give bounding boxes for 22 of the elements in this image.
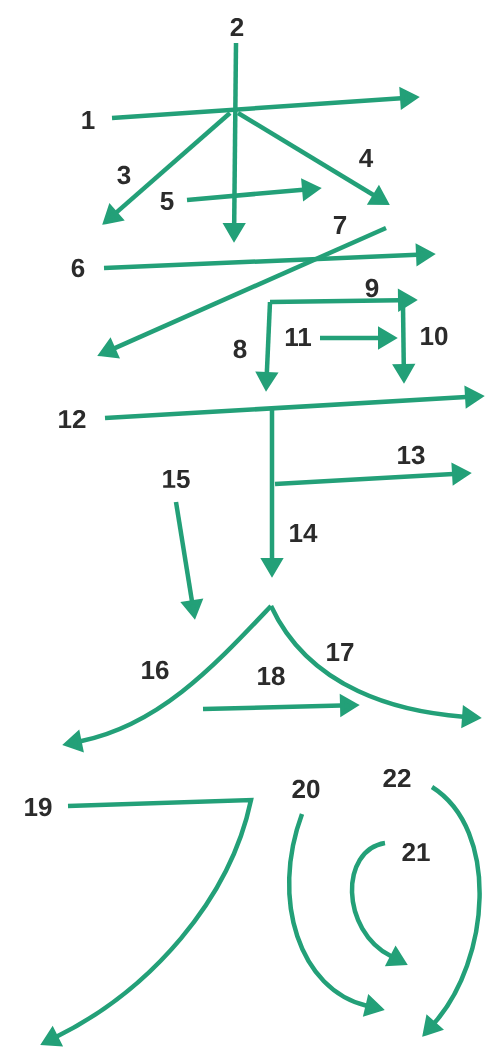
stroke-number: 3 bbox=[117, 165, 131, 185]
stroke-number: 10 bbox=[421, 326, 448, 346]
stroke-number: 5 bbox=[160, 191, 174, 211]
stroke-number: 13 bbox=[398, 445, 425, 465]
stroke-number: 18 bbox=[258, 666, 285, 686]
stroke-number: 9 bbox=[365, 278, 379, 298]
stroke-number: 8 bbox=[233, 339, 247, 359]
stroke-number: 2 bbox=[230, 17, 244, 37]
stroke-number: 15 bbox=[163, 469, 190, 489]
stroke-number: 16 bbox=[142, 660, 169, 680]
stroke-number: 11 bbox=[285, 328, 311, 346]
stroke-number: 20 bbox=[292, 779, 320, 799]
stroke-number: 6 bbox=[71, 258, 85, 278]
stroke-number: 14 bbox=[290, 524, 318, 542]
stroke-number: 7 bbox=[333, 216, 347, 234]
stroke-number: 19 bbox=[25, 797, 52, 817]
stroke-number: 21 bbox=[402, 842, 430, 862]
stroke-number: 4 bbox=[359, 149, 374, 167]
stroke-number: 17 bbox=[327, 643, 354, 661]
stroke-number: 1 bbox=[82, 111, 95, 129]
stroke-number: 22 bbox=[383, 768, 411, 788]
stroke-number: 12 bbox=[59, 409, 86, 429]
